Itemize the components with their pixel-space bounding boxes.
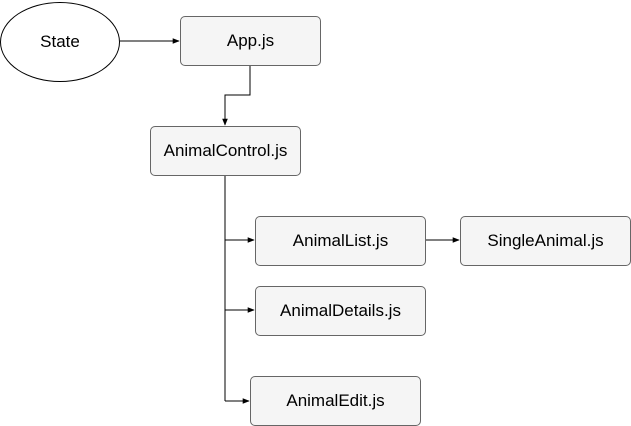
node-single-animal-js-label: SingleAnimal.js xyxy=(487,231,604,250)
node-single-animal-js: SingleAnimal.js xyxy=(460,216,631,266)
node-animal-list-js: AnimalList.js xyxy=(255,216,426,266)
node-app-js: App.js xyxy=(180,16,321,66)
node-state: State xyxy=(0,2,120,82)
node-animal-edit-js-label: AnimalEdit.js xyxy=(286,391,385,410)
node-animal-list-js-label: AnimalList.js xyxy=(292,231,389,250)
node-animal-details-js-label: AnimalDetails.js xyxy=(280,301,401,320)
node-animal-edit-js: AnimalEdit.js xyxy=(250,376,421,426)
node-state-label: State xyxy=(40,32,80,51)
node-app-js-label: App.js xyxy=(226,31,275,50)
node-animal-details-js: AnimalDetails.js xyxy=(255,286,426,336)
node-animal-control-js-label: AnimalControl.js xyxy=(163,141,288,160)
node-animal-control-js: AnimalControl.js xyxy=(150,126,301,176)
edge-app-to-control xyxy=(222,66,251,126)
